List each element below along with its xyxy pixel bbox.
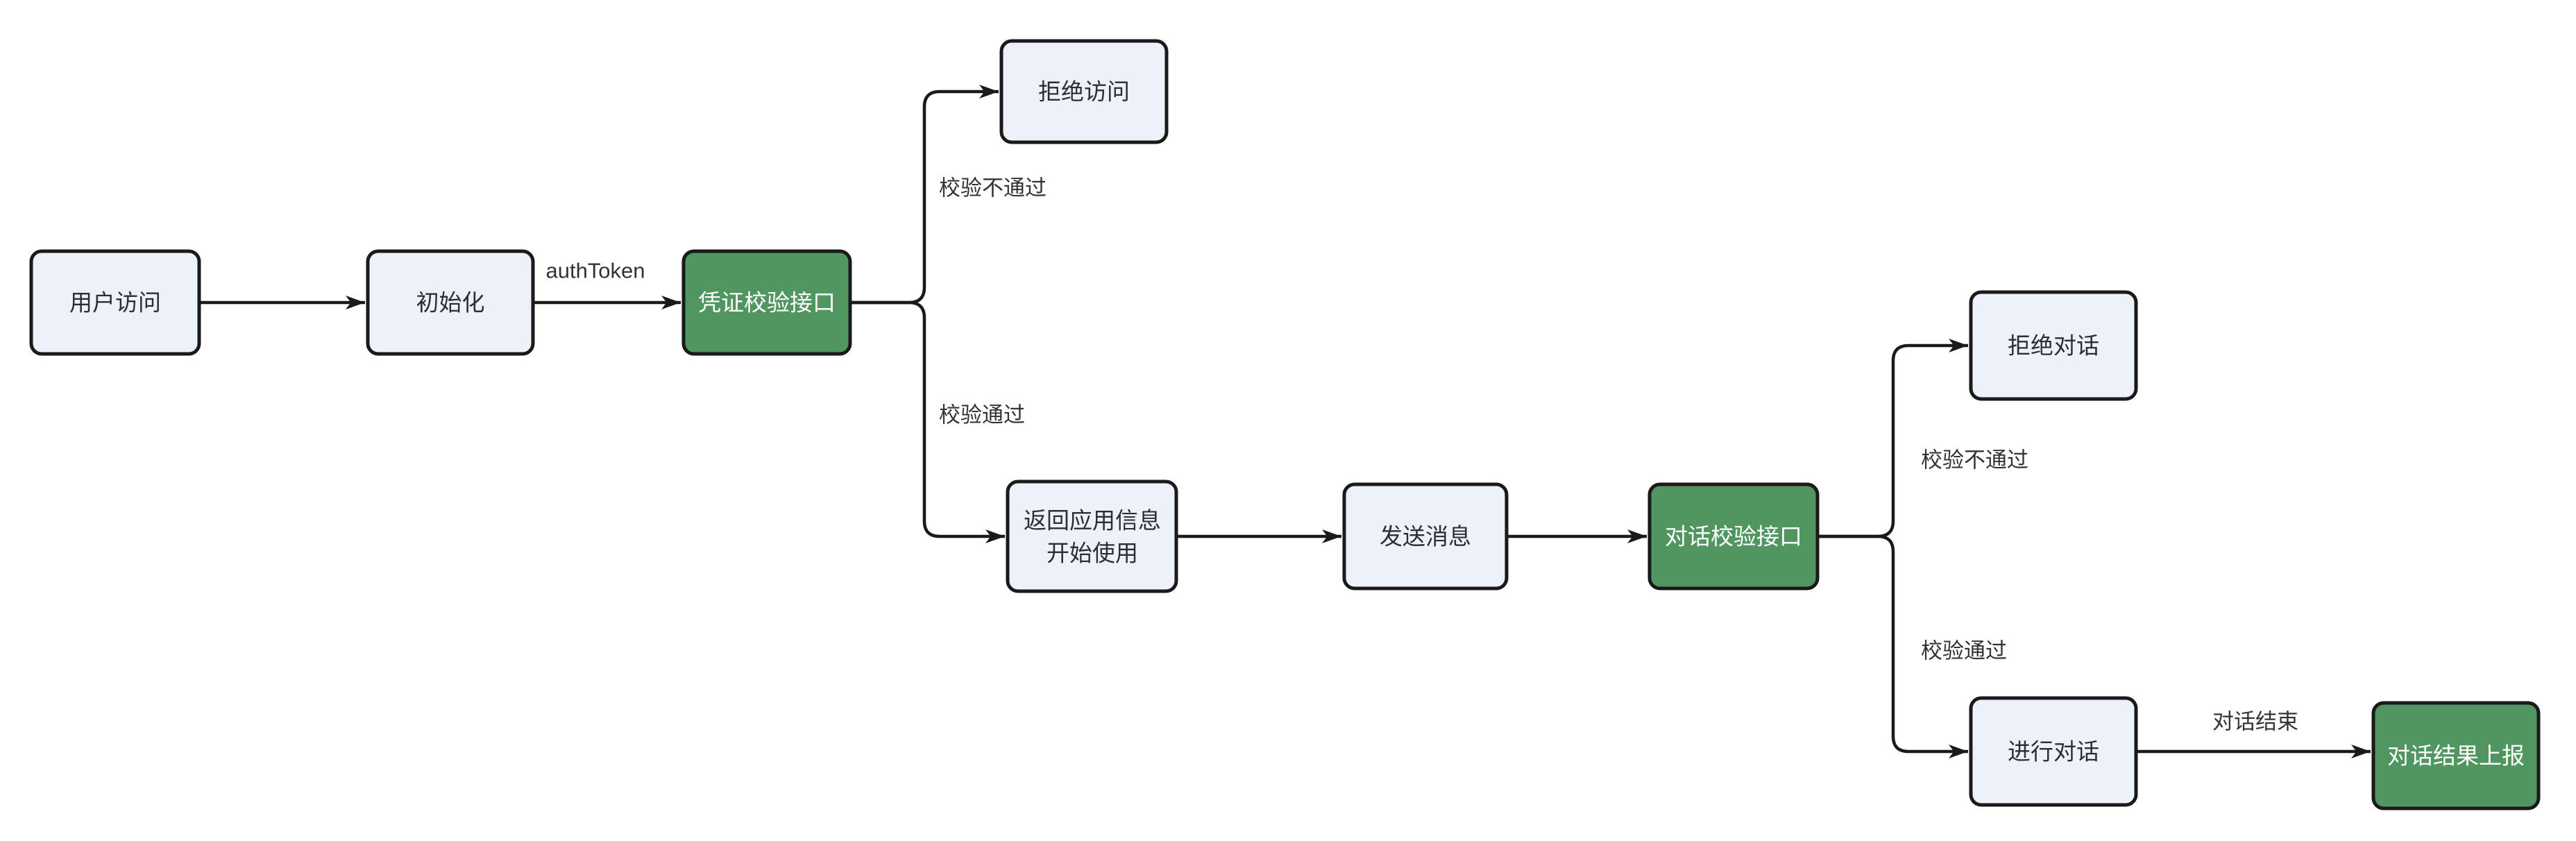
node-label: 进行对话 xyxy=(2008,739,2099,765)
node-label: 对话结果上报 xyxy=(2387,743,2525,769)
node-label-line1: 返回应用信息 xyxy=(1024,508,1161,534)
edges-layer xyxy=(199,85,2371,758)
edge-label-check-fail-1: 校验不通过 xyxy=(939,176,1046,201)
node-deny-access: 拒绝访问 xyxy=(999,39,1169,144)
node-credential-check: 凭证校验接口 xyxy=(681,249,852,356)
node-label: 发送消息 xyxy=(1380,524,1471,550)
node-label: 初始化 xyxy=(416,290,485,316)
node-dialog-check: 对话校验接口 xyxy=(1647,482,1820,591)
node-return-app-info: 返回应用信息 开始使用 xyxy=(1006,479,1178,593)
edge-dialog-check-to-deny-dialog xyxy=(1817,339,1968,538)
node-label: 用户访问 xyxy=(69,290,161,316)
edge-label-check-pass-1: 校验通过 xyxy=(939,403,1025,427)
node-label-line2: 开始使用 xyxy=(1046,541,1138,566)
node-init: 初始化 xyxy=(366,249,535,356)
node-label: 拒绝对话 xyxy=(2008,333,2099,359)
node-label: 凭证校验接口 xyxy=(698,290,836,316)
node-user-access: 用户访问 xyxy=(29,249,201,356)
node-do-dialog: 进行对话 xyxy=(1969,696,2138,807)
edge-dialog-check-to-do-dialog xyxy=(1817,534,1968,758)
node-deny-dialog: 拒绝对话 xyxy=(1969,290,2138,401)
edge-credential-check-to-return-app-info xyxy=(850,300,1005,543)
edge-label-dialog-end: 对话结束 xyxy=(2212,710,2298,734)
edge-labels-layer: authToken 校验不通过 校验通过 校验不通过 校验通过 对话结束 xyxy=(545,176,2298,734)
edge-label-check-fail-2: 校验不通过 xyxy=(1921,448,2028,473)
node-label: 拒绝访问 xyxy=(1038,79,1130,105)
node-send-message: 发送消息 xyxy=(1342,482,1509,591)
edge-label-check-pass-2: 校验通过 xyxy=(1921,639,2007,663)
node-report-result: 对话结果上报 xyxy=(2371,701,2541,810)
edge-label-authtoken: authToken xyxy=(545,259,645,283)
node-label: 对话校验接口 xyxy=(1665,524,1802,550)
